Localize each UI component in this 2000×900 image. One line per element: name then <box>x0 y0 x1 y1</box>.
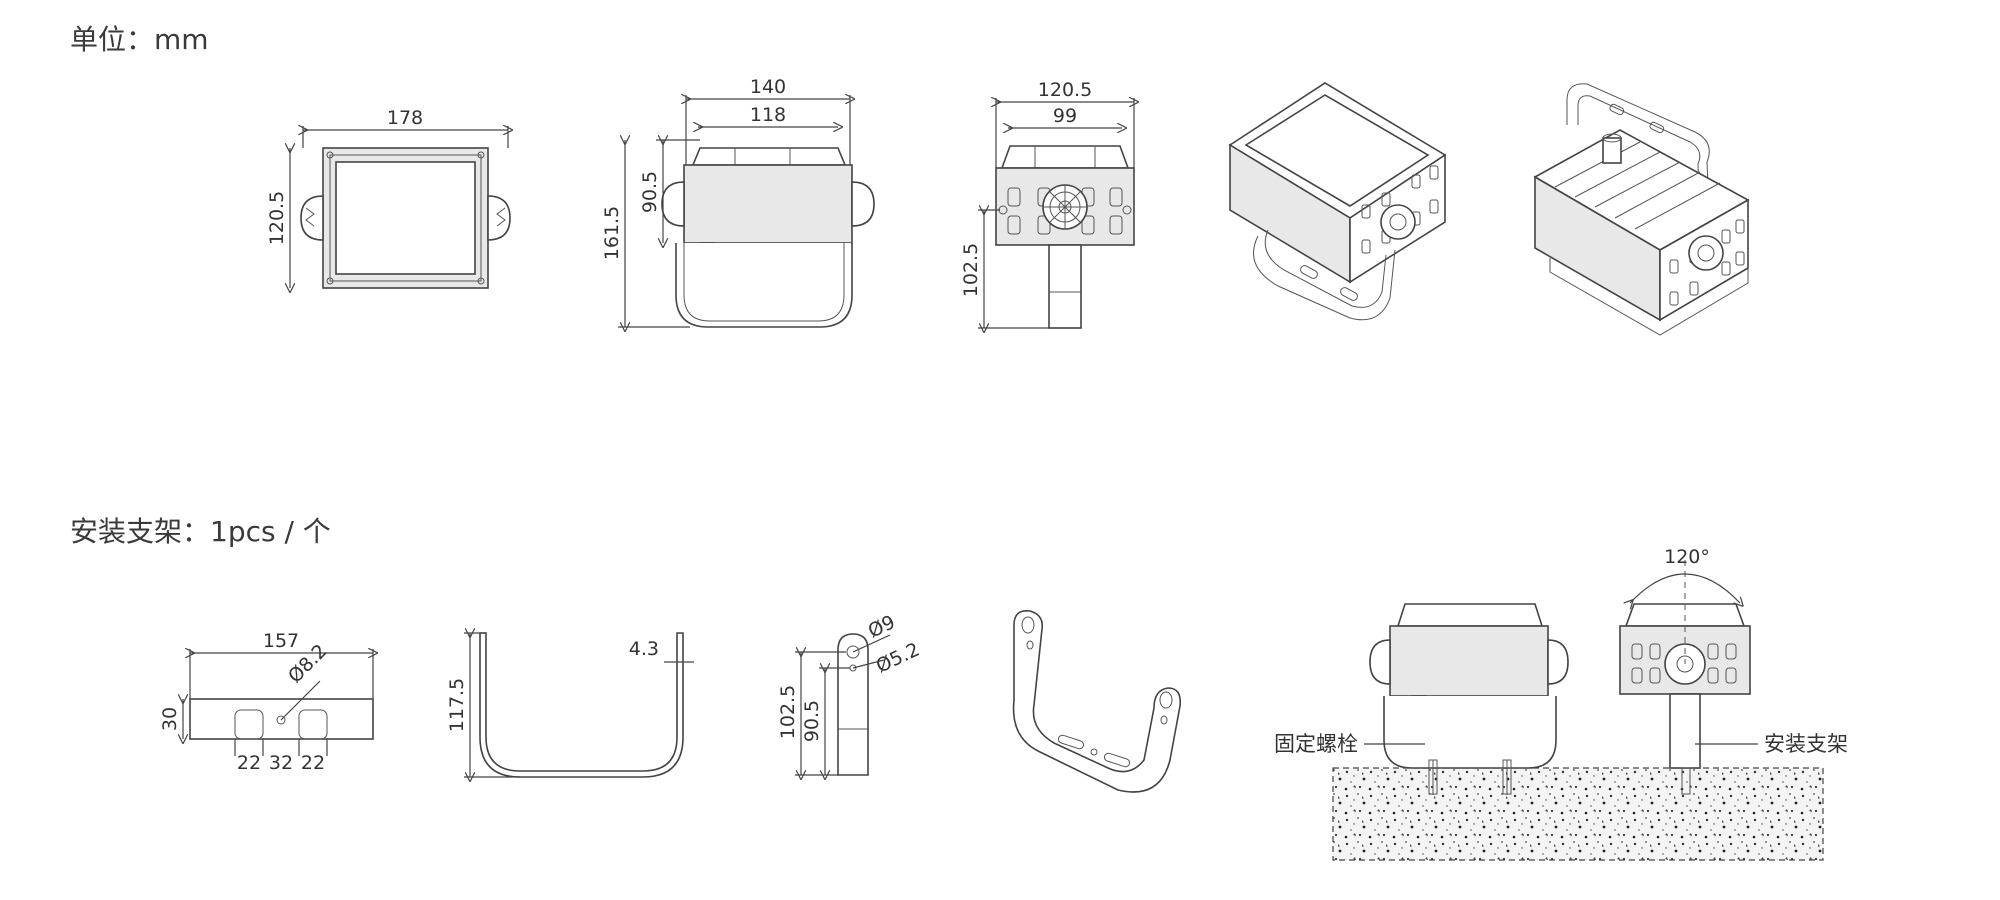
side-total-height-label: 161.5 <box>601 206 623 260</box>
bolt-callout-label: 固定螺栓 <box>1274 732 1358 756</box>
arm-outer-height-label: 102.5 <box>777 685 799 739</box>
end-bracket-height-label: 102.5 <box>960 243 982 297</box>
installation-diagram: 120° 固定螺栓 安装支架 <box>1274 546 1848 861</box>
fixture-side-view: 140 118 90.5 161.5 <box>601 76 875 327</box>
side-body-height-label: 90.5 <box>639 171 661 213</box>
front-width-label: 178 <box>387 107 423 129</box>
profile-thickness-label: 4.3 <box>629 638 659 660</box>
bracket-profile-view: 117.5 4.3 <box>446 633 694 777</box>
arm-hole-large-label: Ø9 <box>865 611 899 642</box>
arm-hole-small-label: Ø5.2 <box>873 639 923 678</box>
rotation-angle-label: 120° <box>1664 546 1710 568</box>
bracket-slot-a-label: 22 <box>237 752 261 774</box>
end-inner-width-label: 99 <box>1053 105 1077 127</box>
bracket-callout-label: 安装支架 <box>1764 732 1848 756</box>
arm-inner-height-label: 90.5 <box>801 700 823 742</box>
bracket-height-label: 30 <box>159 707 181 731</box>
bracket-arm-view: 102.5 90.5 Ø9 Ø5.2 <box>777 611 923 775</box>
fixture-front-view: 178 120.5 <box>266 107 510 288</box>
bracket-center-label: 32 <box>269 752 293 774</box>
front-height-label: 120.5 <box>266 191 288 245</box>
fixture-isometric-rear <box>1533 83 1750 336</box>
side-outer-width-label: 140 <box>750 76 786 98</box>
fixture-end-view: 120.5 99 102.5 <box>960 79 1134 328</box>
fixture-isometric-front <box>1228 82 1447 321</box>
units-heading: 单位：mm <box>70 23 209 56</box>
bracket-slot-b-label: 22 <box>301 752 325 774</box>
end-outer-width-label: 120.5 <box>1038 79 1092 101</box>
side-inner-width-label: 118 <box>750 104 786 126</box>
profile-height-label: 117.5 <box>446 678 468 732</box>
bracket-length-label: 157 <box>263 630 299 652</box>
bracket-plan-view: 157 30 Ø8.2 22 32 22 <box>159 630 373 774</box>
bracket-isometric-view <box>1012 609 1182 793</box>
bracket-heading: 安装支架：1pcs / 个 <box>70 515 331 548</box>
